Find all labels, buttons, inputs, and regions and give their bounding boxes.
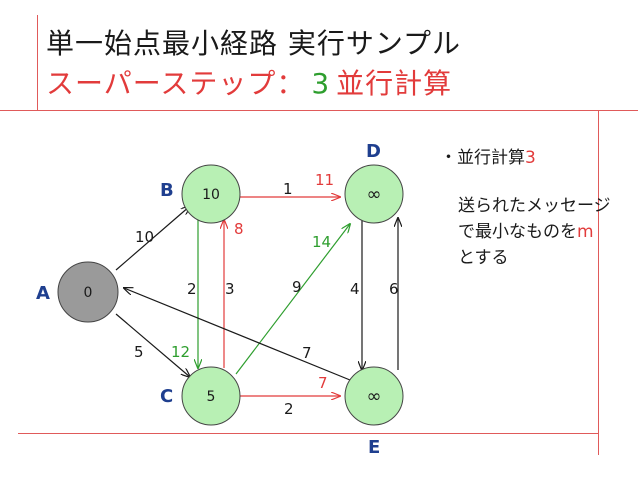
weight-b-c: 2 — [187, 280, 197, 298]
left-accent-line — [37, 15, 38, 110]
message-b-c: 12 — [171, 343, 190, 361]
superstep-number: 3 — [311, 67, 331, 100]
weight-e-d: 6 — [389, 280, 399, 298]
weight-b-d: 1 — [283, 180, 293, 198]
node-b — [181, 164, 241, 224]
note-body: 送られたメッセージ で最小なものをm とする — [458, 193, 611, 271]
node-e-value: ∞ — [367, 386, 382, 407]
note-line-1: 送られたメッセージ — [458, 196, 611, 216]
note-line-2a: で最小なものを — [458, 222, 577, 242]
title-divider — [0, 110, 638, 111]
note-line-2: で最小なものをm — [458, 219, 611, 245]
edge-a-c — [115, 313, 190, 377]
message-c-b: 8 — [234, 220, 244, 238]
node-d-value: ∞ — [367, 184, 382, 205]
weight-a-c: 5 — [134, 343, 144, 361]
note-variable-m: m — [577, 222, 594, 242]
node-b-value: 10 — [202, 187, 220, 203]
weight-c-b: 3 — [225, 280, 235, 298]
weight-c-d: 9 — [292, 278, 302, 296]
node-e — [344, 366, 404, 426]
edge-e-a — [124, 288, 351, 381]
node-b-label: B — [160, 180, 174, 201]
weight-a-b: 10 — [135, 228, 154, 246]
subtitle-prefix: スーパーステップ： — [46, 67, 306, 100]
node-c-label: C — [160, 386, 173, 407]
edge-a-b — [115, 206, 190, 271]
bottom-divider — [18, 433, 598, 434]
weight-e-a: 7 — [302, 344, 312, 362]
node-d — [344, 164, 404, 224]
edge-c-d — [235, 224, 350, 375]
node-a — [57, 261, 119, 323]
weight-d-e: 4 — [350, 280, 360, 298]
node-e-label: E — [368, 437, 380, 458]
note-bullet-text: ・並行計算 — [440, 148, 525, 168]
node-c-value: 5 — [207, 389, 216, 405]
node-a-value: 0 — [84, 285, 93, 301]
weight-c-e: 2 — [284, 400, 294, 418]
slide-title: 単一始点最小経路 実行サンプル — [46, 27, 462, 60]
message-c-e: 7 — [318, 374, 328, 392]
message-c-d: 14 — [312, 233, 331, 251]
right-accent-line — [598, 110, 599, 455]
node-a-label: A — [36, 283, 50, 304]
subtitle-suffix: 並行計算 — [336, 67, 453, 100]
message-b-d: 11 — [315, 171, 334, 189]
side-note: ・並行計算3 送られたメッセージ で最小なものをm とする — [440, 145, 611, 268]
note-line-3: とする — [458, 248, 509, 268]
node-d-label: D — [366, 141, 381, 162]
note-bullet-number: 3 — [525, 148, 536, 168]
note-bullet: ・並行計算3 — [440, 145, 536, 171]
node-c — [181, 366, 241, 426]
